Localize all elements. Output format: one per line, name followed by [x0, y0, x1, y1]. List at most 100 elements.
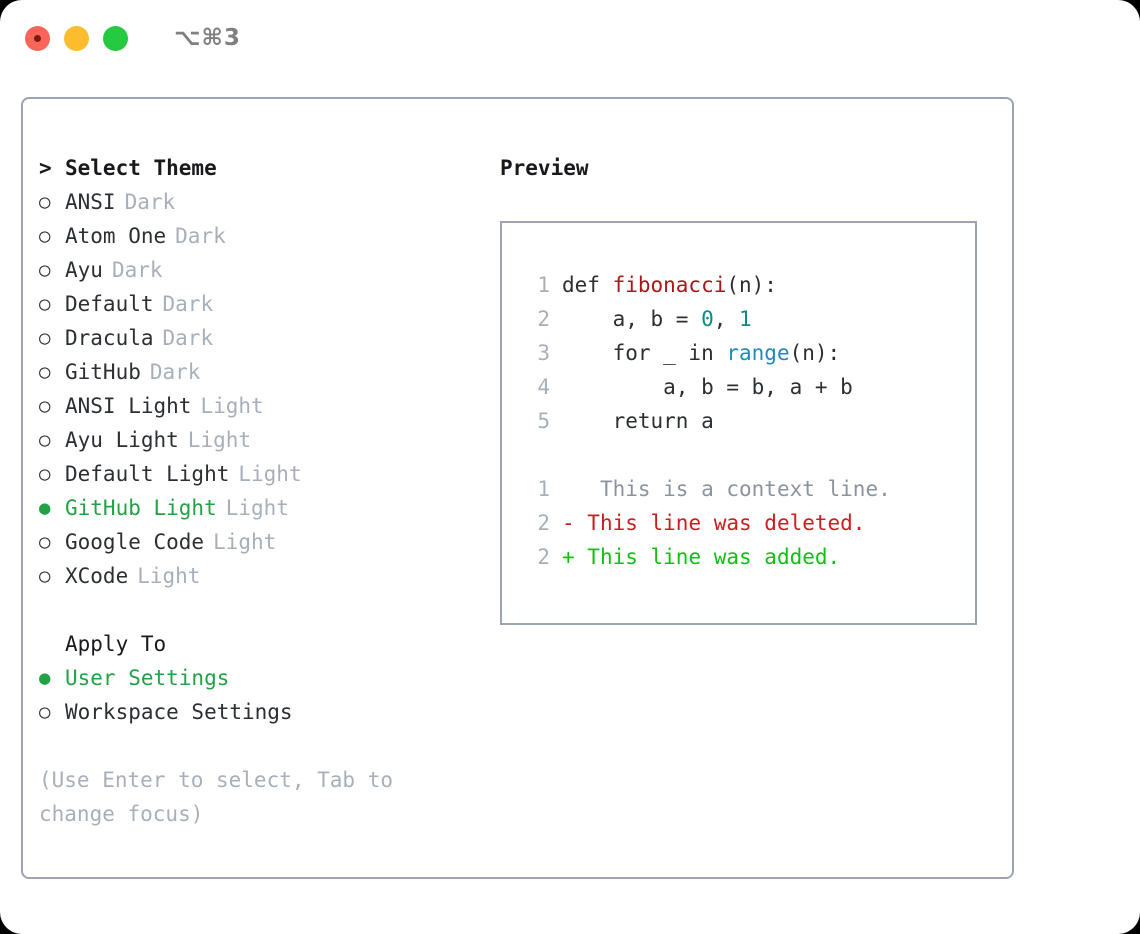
- code-token: (n):: [789, 341, 841, 365]
- minimize-button[interactable]: [64, 25, 89, 51]
- code-token: a, b = b, a + b: [562, 375, 853, 399]
- diff-block: 1 This is a context line.2- This line wa…: [502, 472, 975, 574]
- apply-to-option[interactable]: ○Workspace Settings: [39, 695, 489, 729]
- code-token: 0: [701, 307, 714, 331]
- theme-option[interactable]: ● GitHub Light Light: [39, 491, 489, 525]
- radio-unselected-icon[interactable]: ○: [39, 429, 51, 451]
- theme-name: Ayu Light: [65, 428, 179, 452]
- line-number: 2: [537, 511, 550, 535]
- diff-text: This line was added.: [574, 545, 841, 569]
- code-line: 2 a, b = 0, 1: [502, 302, 975, 336]
- code-token: 1: [739, 307, 752, 331]
- theme-option[interactable]: ○ Ayu Dark: [39, 253, 489, 287]
- diff-marker: +: [562, 545, 575, 569]
- theme-option[interactable]: ○ XCode Light: [39, 559, 489, 593]
- theme-variant-badge: Light: [225, 496, 289, 520]
- theme-name: GitHub Light: [65, 496, 217, 520]
- radio-selected-icon[interactable]: ●: [39, 497, 51, 519]
- diff-text: This line was deleted.: [574, 511, 866, 535]
- radio-unselected-icon[interactable]: ○: [39, 259, 51, 281]
- radio-unselected-icon[interactable]: ○: [39, 225, 51, 247]
- code-token: def: [562, 273, 613, 297]
- theme-variant-badge: Light: [238, 462, 302, 486]
- radio-unselected-icon[interactable]: ○: [39, 191, 51, 213]
- line-number: 2: [537, 307, 550, 331]
- theme-option[interactable]: ○ ANSI Light Light: [39, 389, 489, 423]
- spacer-2: [39, 729, 489, 763]
- code-token: for _ in: [562, 341, 727, 365]
- line-number: 2: [537, 545, 550, 569]
- line-number: 3: [537, 341, 550, 365]
- theme-option[interactable]: ○ GitHub Dark: [39, 355, 489, 389]
- apply-to-option[interactable]: ● User Settings: [39, 661, 489, 695]
- code-token: return a: [562, 409, 714, 433]
- diff-line: 1 This is a context line.: [502, 472, 975, 506]
- diff-marker: -: [562, 511, 575, 535]
- radio-unselected-icon[interactable]: ○: [39, 463, 51, 485]
- radio-unselected-icon[interactable]: ○: [39, 531, 51, 553]
- theme-name: ANSI Light: [65, 394, 192, 418]
- apply-to-label-text: User Settings: [65, 666, 230, 690]
- theme-option[interactable]: ○ ANSI Dark: [39, 185, 489, 219]
- theme-variant-badge: Dark: [149, 360, 201, 384]
- code-token: a, b =: [562, 307, 702, 331]
- preview-label: Preview: [500, 156, 589, 180]
- theme-name: Google Code: [65, 530, 205, 554]
- code-blank-line: [502, 438, 975, 472]
- radio-unselected-icon[interactable]: ○: [39, 565, 51, 587]
- code-token: range: [726, 341, 790, 365]
- line-number: 1: [537, 273, 550, 297]
- diff-text: This is a context line.: [574, 477, 891, 501]
- select-theme-header: > Select Theme: [39, 151, 489, 185]
- theme-name: Default Light: [65, 462, 230, 486]
- theme-option[interactable]: ○ Atom One Dark: [39, 219, 489, 253]
- diff-line: 2- This line was deleted.: [502, 506, 975, 540]
- radio-unselected-icon[interactable]: ○: [39, 327, 51, 349]
- radio-unselected-icon[interactable]: ○: [39, 395, 51, 417]
- theme-variant-badge: Dark: [111, 258, 163, 282]
- diff-line: 2 + This line was added.: [502, 540, 975, 574]
- theme-variant-badge: Dark: [124, 190, 176, 214]
- keyboard-hint: (Use Enter to select, Tab to change focu…: [39, 768, 394, 826]
- maximize-button[interactable]: [103, 25, 128, 51]
- code-line: 3 for _ in range(n):: [502, 336, 975, 370]
- radio-selected-icon[interactable]: ●: [39, 667, 51, 689]
- code-token: (n):: [726, 273, 777, 297]
- theme-name: Ayu: [65, 258, 103, 282]
- caret-icon: >: [39, 156, 52, 180]
- theme-option[interactable]: ○ Default Light Light: [39, 457, 489, 491]
- theme-variant-badge: Dark: [175, 224, 226, 248]
- theme-variant-badge: Light: [137, 564, 201, 588]
- theme-name: Atom One: [65, 224, 167, 248]
- line-number: 5: [537, 409, 550, 433]
- radio-unselected-icon[interactable]: ○: [39, 361, 51, 383]
- code-line: 5 return a: [502, 404, 975, 438]
- apply-to-list: ● User Settings ○Workspace Settings: [39, 661, 489, 729]
- spacer: [39, 593, 489, 627]
- radio-unselected-icon[interactable]: ○: [39, 293, 51, 315]
- theme-name: XCode: [65, 564, 129, 588]
- theme-name: Dracula: [65, 326, 154, 350]
- theme-name: ANSI: [65, 190, 116, 214]
- close-button[interactable]: [25, 25, 50, 51]
- radio-unselected-icon[interactable]: ○: [39, 701, 51, 723]
- theme-variant-badge: Light: [200, 394, 264, 418]
- line-number: 4: [537, 375, 550, 399]
- title-bar: ⌥⌘3: [0, 0, 1140, 76]
- theme-name: GitHub: [65, 360, 141, 384]
- code-line: 4 a, b = b, a + b: [502, 370, 975, 404]
- line-number: 1: [537, 477, 550, 501]
- theme-name: Default: [65, 292, 154, 316]
- select-theme-label: Select Theme: [65, 156, 217, 180]
